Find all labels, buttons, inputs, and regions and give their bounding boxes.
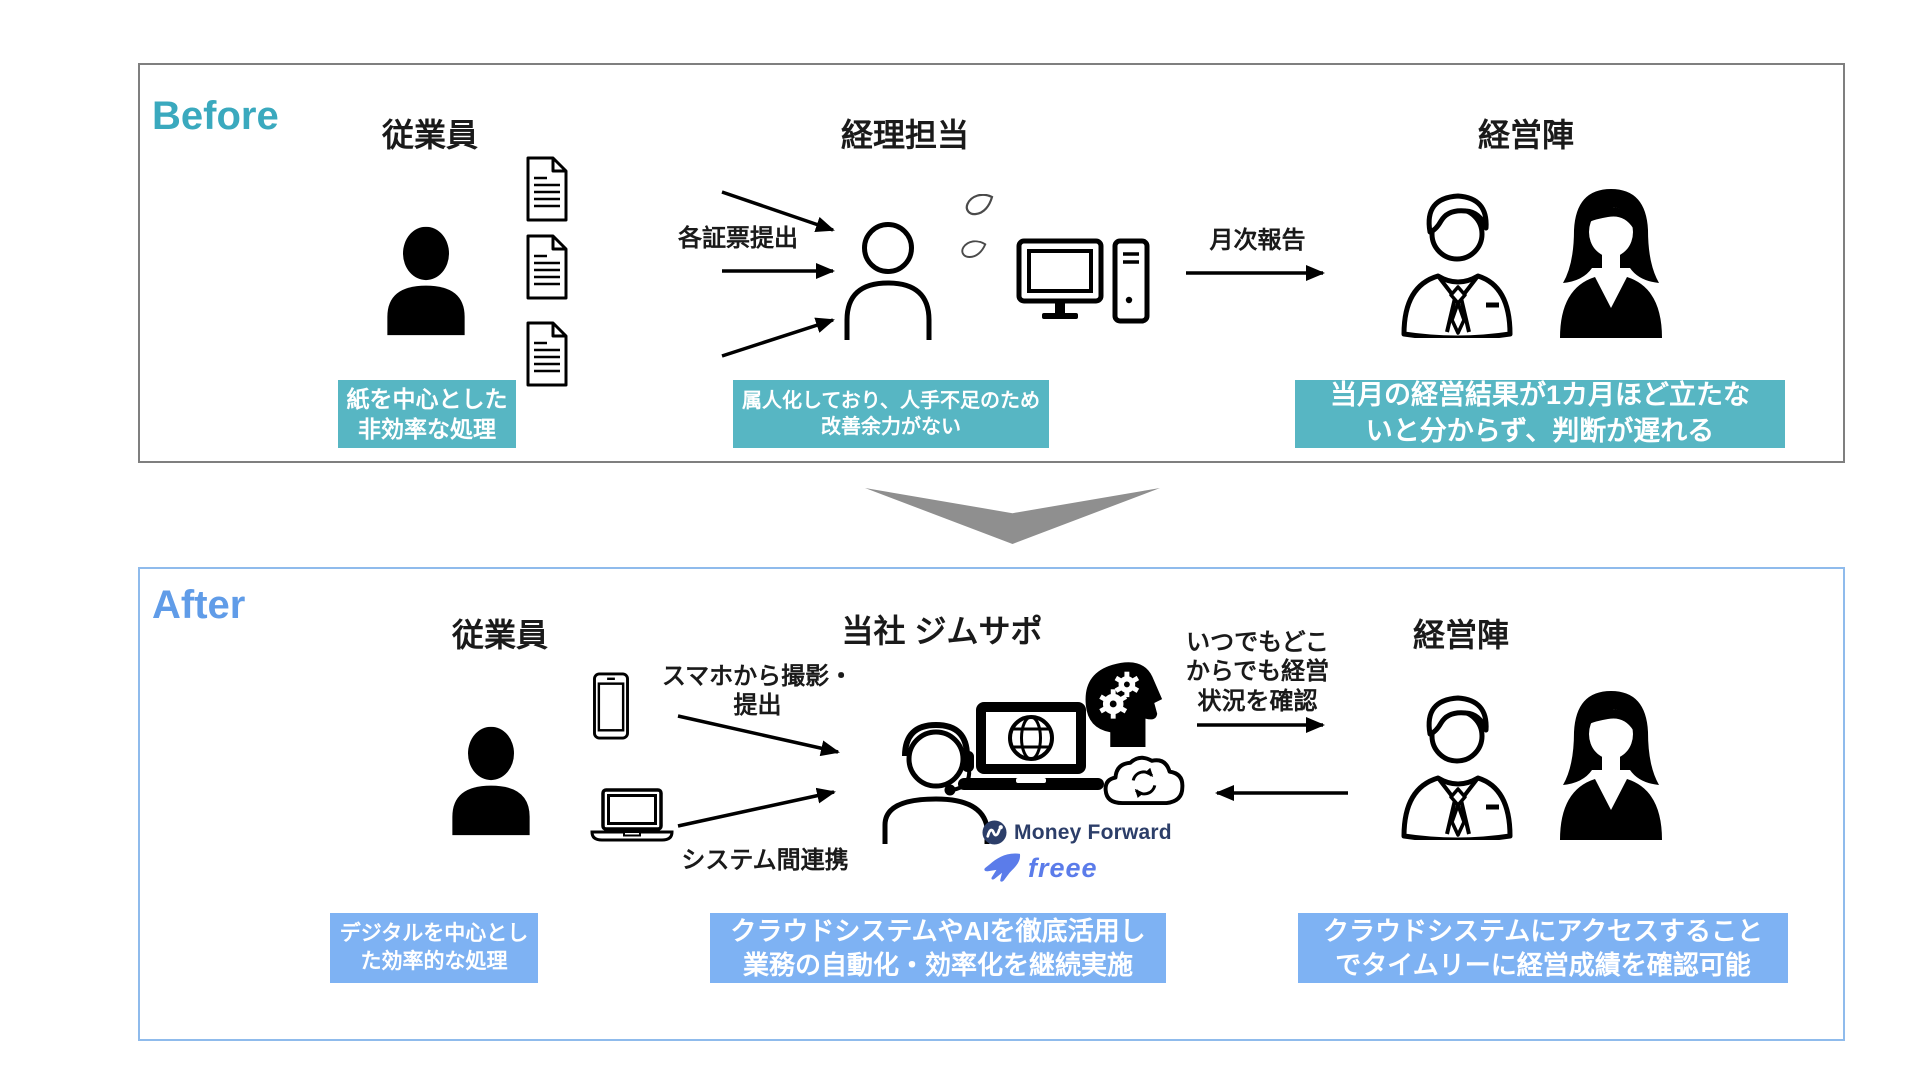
note-line: でタイムリーに経営成績を確認可能	[1335, 950, 1751, 980]
businesswoman-icon	[1550, 186, 1672, 338]
document-icon	[526, 234, 568, 300]
before-accounting-note: 属人化しており、人手不足のため 改善余力がない	[733, 380, 1049, 448]
desktop-computer-icon	[1016, 238, 1152, 326]
after-employee-note: デジタルを中心とし た効率的な処理	[330, 913, 538, 983]
note-line: 状況を確認	[1197, 687, 1318, 715]
freee-logo: freee	[984, 852, 1098, 884]
employee-person-icon	[380, 222, 472, 340]
smartphone-icon	[592, 672, 630, 740]
smartphone-arrow	[677, 714, 840, 757]
note-line: 属人化しており、人手不足のため	[742, 389, 1040, 412]
note-line: 当月の経営結果が1カ月ほど立たな	[1329, 380, 1750, 411]
money-forward-icon	[982, 820, 1007, 845]
businessman-icon	[1396, 688, 1518, 840]
note-line: いと分からず、判断が遅れる	[1365, 416, 1715, 446]
freee-bird-icon	[984, 853, 1021, 882]
anytime-check-note: いつでもどこ からでも経営 状況を確認	[1185, 628, 1330, 716]
access-arrow-right	[1197, 717, 1325, 733]
after-management-label: 経営陣	[1412, 617, 1509, 653]
before-panel	[138, 63, 1845, 463]
note-line: からでも経営	[1185, 658, 1330, 686]
smartphone-note: スマホから撮影・ 提出	[645, 662, 870, 721]
submit-arrow-3	[721, 317, 835, 358]
note-line: クラウドシステムやAIを徹底活用し	[730, 915, 1146, 946]
submit-arrow-label: 各証票提出	[678, 225, 798, 252]
businesswoman-icon	[1550, 688, 1672, 840]
document-icon	[526, 321, 568, 387]
before-to-after-arrow-icon	[865, 488, 1160, 544]
after-label: After	[152, 583, 246, 627]
monthly-report-label: 月次報告	[1209, 227, 1306, 254]
after-panel	[138, 567, 1845, 1041]
note-line: 非効率な処理	[358, 416, 496, 442]
freee-wordmark: freee	[1028, 852, 1098, 883]
before-accounting-label: 経理担当	[840, 117, 969, 153]
before-employee-label: 従業員	[381, 117, 478, 153]
access-arrow-left	[1215, 785, 1348, 801]
before-management-label: 経営陣	[1477, 117, 1574, 153]
submit-arrow-2	[722, 263, 835, 279]
cloud-sync-icon	[1100, 750, 1188, 807]
note-line: 紙を中心とした	[346, 385, 508, 412]
sweat-drop-icon	[964, 194, 994, 218]
laptop-icon	[590, 788, 674, 842]
ai-head-gears-icon	[1078, 656, 1166, 748]
note-line: スマホから撮影・	[661, 663, 854, 690]
employee-person-icon	[445, 722, 537, 840]
businessman-icon	[1396, 186, 1518, 338]
note-line: 業務の自動化・効率化を継続実施	[742, 950, 1133, 980]
note-line: 改善余力がない	[821, 416, 961, 438]
after-company-label: 当社 ジムサポ	[841, 613, 1043, 649]
before-employee-note: 紙を中心とした 非効率な処理	[338, 380, 516, 448]
after-employee-label: 従業員	[451, 617, 548, 653]
sweat-drop-icon	[959, 238, 988, 262]
accounting-person-icon	[838, 220, 938, 340]
before-management-note: 当月の経営結果が1カ月ほど立たな いと分からず、判断が遅れる	[1295, 380, 1785, 448]
note-line: た効率的な処理	[360, 950, 508, 973]
submit-arrow-1	[721, 190, 835, 233]
note-line: 提出	[733, 692, 782, 720]
note-line: いつでもどこ	[1186, 629, 1329, 656]
before-label: Before	[152, 94, 279, 138]
note-line: クラウドシステムにアクセスすること	[1323, 915, 1763, 946]
after-management-note: クラウドシステムにアクセスすること でタイムリーに経営成績を確認可能	[1298, 913, 1788, 983]
note-line: デジタルを中心とし	[339, 922, 529, 946]
system-link-label: システム間連携	[681, 847, 849, 874]
system-link-arrow	[677, 787, 836, 828]
money-forward-logo: Money Forward	[982, 820, 1172, 845]
money-forward-wordmark: Money Forward	[1014, 820, 1172, 844]
document-icon	[526, 156, 568, 222]
monthly-report-arrow	[1186, 265, 1325, 281]
after-company-note: クラウドシステムやAIを徹底活用し 業務の自動化・効率化を継続実施	[710, 913, 1166, 983]
